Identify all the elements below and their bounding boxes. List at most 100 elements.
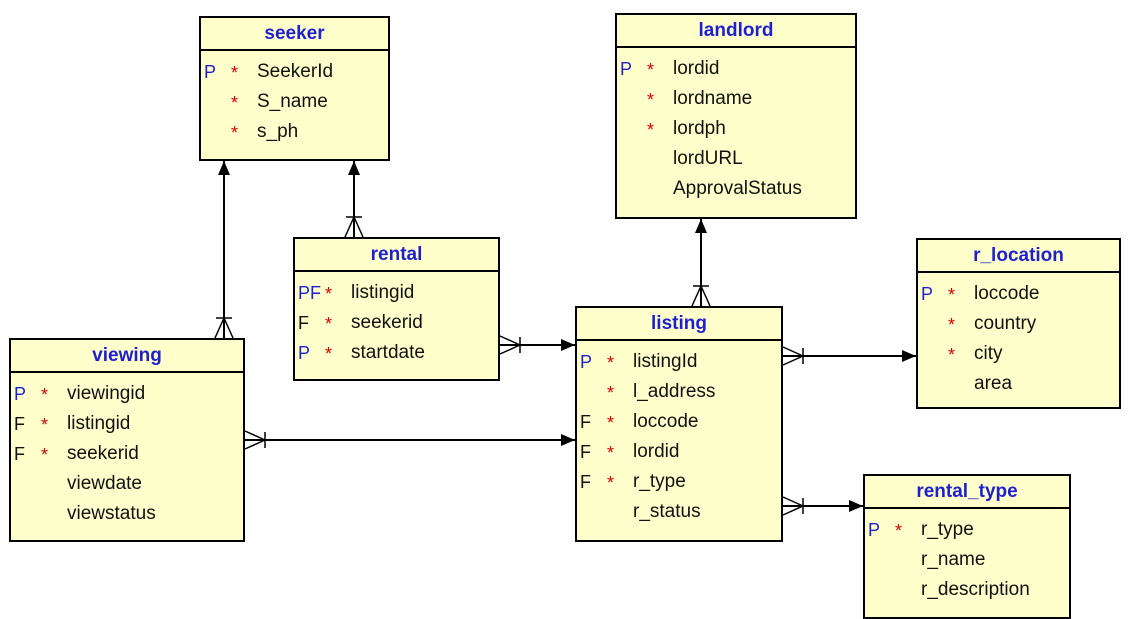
attribute-row: F*loccode [577, 407, 781, 437]
required-marker: * [325, 344, 333, 364]
relationship-viewing-seeker [214, 161, 234, 339]
attribute-name: seekerid [67, 443, 139, 464]
attribute-list: P*SeekerId*S_name*s_ph [201, 51, 388, 147]
attribute-row: F*r_type [577, 467, 781, 497]
relationship-listing-landlord [691, 219, 711, 307]
required-marker: * [41, 385, 49, 405]
required-marker: * [895, 521, 903, 541]
crows-foot-prong [499, 335, 521, 346]
crows-foot-prong [691, 285, 702, 307]
key-marker: P [298, 343, 311, 363]
key-marker: F [298, 313, 309, 333]
entity-title: seeker [201, 18, 388, 51]
attribute-name: loccode [633, 411, 699, 432]
attribute-row: F * seekerid [11, 439, 243, 469]
attribute-row: P*listingId [577, 347, 781, 377]
key-marker: F [14, 414, 25, 434]
attribute-list: P * r_type r_name r_description [865, 509, 1069, 605]
required-marker: * [647, 120, 655, 140]
attribute-name: listingId [633, 351, 698, 372]
attribute-name: listingid [351, 282, 415, 303]
entity-title: r_location [918, 240, 1119, 273]
required-marker: * [948, 285, 956, 305]
attribute-name: seekerid [351, 312, 423, 333]
attribute-name: r_type [633, 471, 686, 492]
required-marker: * [231, 123, 239, 143]
one-arrowhead [695, 219, 707, 233]
attribute-name: s_ph [257, 121, 299, 142]
attribute-name: lordname [673, 88, 753, 109]
attribute-row: F*lordid [577, 437, 781, 467]
required-marker: * [41, 445, 49, 465]
required-marker: * [607, 443, 615, 463]
attribute-row: * country [918, 309, 1119, 339]
key-marker: P [580, 352, 593, 372]
required-marker: * [647, 60, 655, 80]
attribute-name: startdate [351, 342, 425, 363]
relationship-viewing-listing [244, 430, 575, 450]
attribute-row: r_status [577, 497, 781, 527]
key-marker: P [921, 284, 934, 304]
attribute-row: P*SeekerId [201, 57, 388, 87]
attribute-row: F*seekerid [295, 308, 498, 338]
required-marker: * [948, 345, 956, 365]
attribute-name: r_name [921, 549, 986, 570]
attribute-row: * l_address [577, 377, 781, 407]
crows-foot-prong [353, 216, 364, 238]
relationship-rental-seeker [344, 161, 364, 238]
attribute-name: ApprovalStatus [673, 178, 802, 199]
required-marker: * [647, 90, 655, 110]
key-marker: P [620, 59, 633, 79]
one-arrowhead [902, 350, 916, 362]
attribute-row: *city [918, 339, 1119, 369]
crows-foot-prong [782, 496, 804, 507]
required-marker: * [948, 315, 956, 335]
attribute-row: *S_name [201, 87, 388, 117]
attribute-name: area [974, 373, 1013, 394]
attribute-name: l_address [633, 381, 716, 402]
required-marker: * [607, 383, 615, 403]
attribute-name: r_type [921, 519, 974, 540]
attribute-row: * s_ph [201, 117, 388, 147]
one-arrowhead [218, 161, 230, 175]
entity-title: landlord [617, 15, 855, 48]
entity-title: viewing [11, 340, 243, 373]
required-marker: * [231, 63, 239, 83]
attribute-row: lordURL [617, 144, 855, 174]
one-arrowhead [561, 434, 575, 446]
required-marker: * [231, 93, 239, 113]
attribute-name: country [974, 313, 1037, 334]
entity-title: listing [577, 308, 781, 341]
attribute-row: * lordph [617, 114, 855, 144]
key-marker: F [14, 444, 25, 464]
required-marker: * [607, 473, 615, 493]
attribute-name: lordph [673, 118, 726, 139]
attribute-name: viewdate [67, 473, 142, 494]
attribute-row: r_description [865, 575, 1069, 605]
attribute-name: lordid [633, 441, 680, 462]
required-marker: * [607, 413, 615, 433]
one-arrowhead [561, 339, 575, 351]
crows-foot-prong [782, 346, 804, 357]
attribute-name: viewstatus [67, 503, 156, 524]
key-marker: P [868, 520, 881, 540]
relationship-listing-r_location [782, 346, 916, 366]
attribute-row: P*loccode [918, 279, 1119, 309]
crows-foot-prong [499, 344, 521, 355]
attribute-row: P * r_type [865, 515, 1069, 545]
attribute-name: lordid [673, 58, 720, 79]
attribute-row: r_name [865, 545, 1069, 575]
crows-foot-prong [782, 355, 804, 366]
